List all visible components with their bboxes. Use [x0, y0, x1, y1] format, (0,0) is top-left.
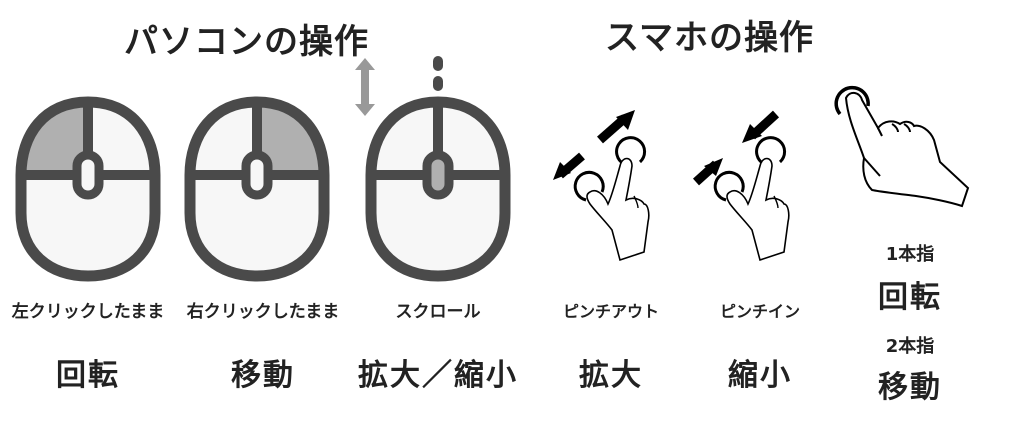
mouse-scroll-action: 拡大／縮小	[358, 358, 518, 393]
scroll-wheel-dots-icon	[433, 56, 443, 91]
pc-section-title: パソコンの操作	[124, 22, 369, 62]
scroll-arrow-icon	[355, 58, 375, 116]
mouse-right-click-icon	[184, 96, 330, 282]
one-finger-action: 回転	[878, 280, 942, 315]
pinch-out-action: 拡大	[579, 358, 643, 393]
two-finger-action: 移動	[878, 370, 942, 405]
one-finger-caption: 1本指	[885, 244, 935, 265]
mouse-scroll-caption: スクロール	[395, 302, 481, 322]
pinch-in-caption: ピンチイン	[719, 302, 800, 321]
mouse-right-caption: 右クリックしたまま	[186, 302, 340, 322]
two-finger-caption: 2本指	[885, 336, 935, 357]
mouse-left-click-icon	[15, 96, 161, 282]
pinch-out-gesture-icon	[553, 110, 650, 262]
mouse-right-action: 移動	[231, 358, 295, 393]
mouse-scroll-icon	[365, 96, 511, 282]
mouse-left-caption: 左クリックしたまま	[11, 302, 165, 322]
smartphone-section-title: スマホの操作	[605, 18, 814, 58]
pinch-in-action: 縮小	[728, 358, 792, 393]
pinch-out-caption: ピンチアウト	[562, 302, 659, 321]
mouse-left-action: 回転	[56, 358, 120, 393]
single-finger-tap-icon	[834, 85, 970, 208]
pinch-in-gesture-icon	[692, 110, 790, 262]
